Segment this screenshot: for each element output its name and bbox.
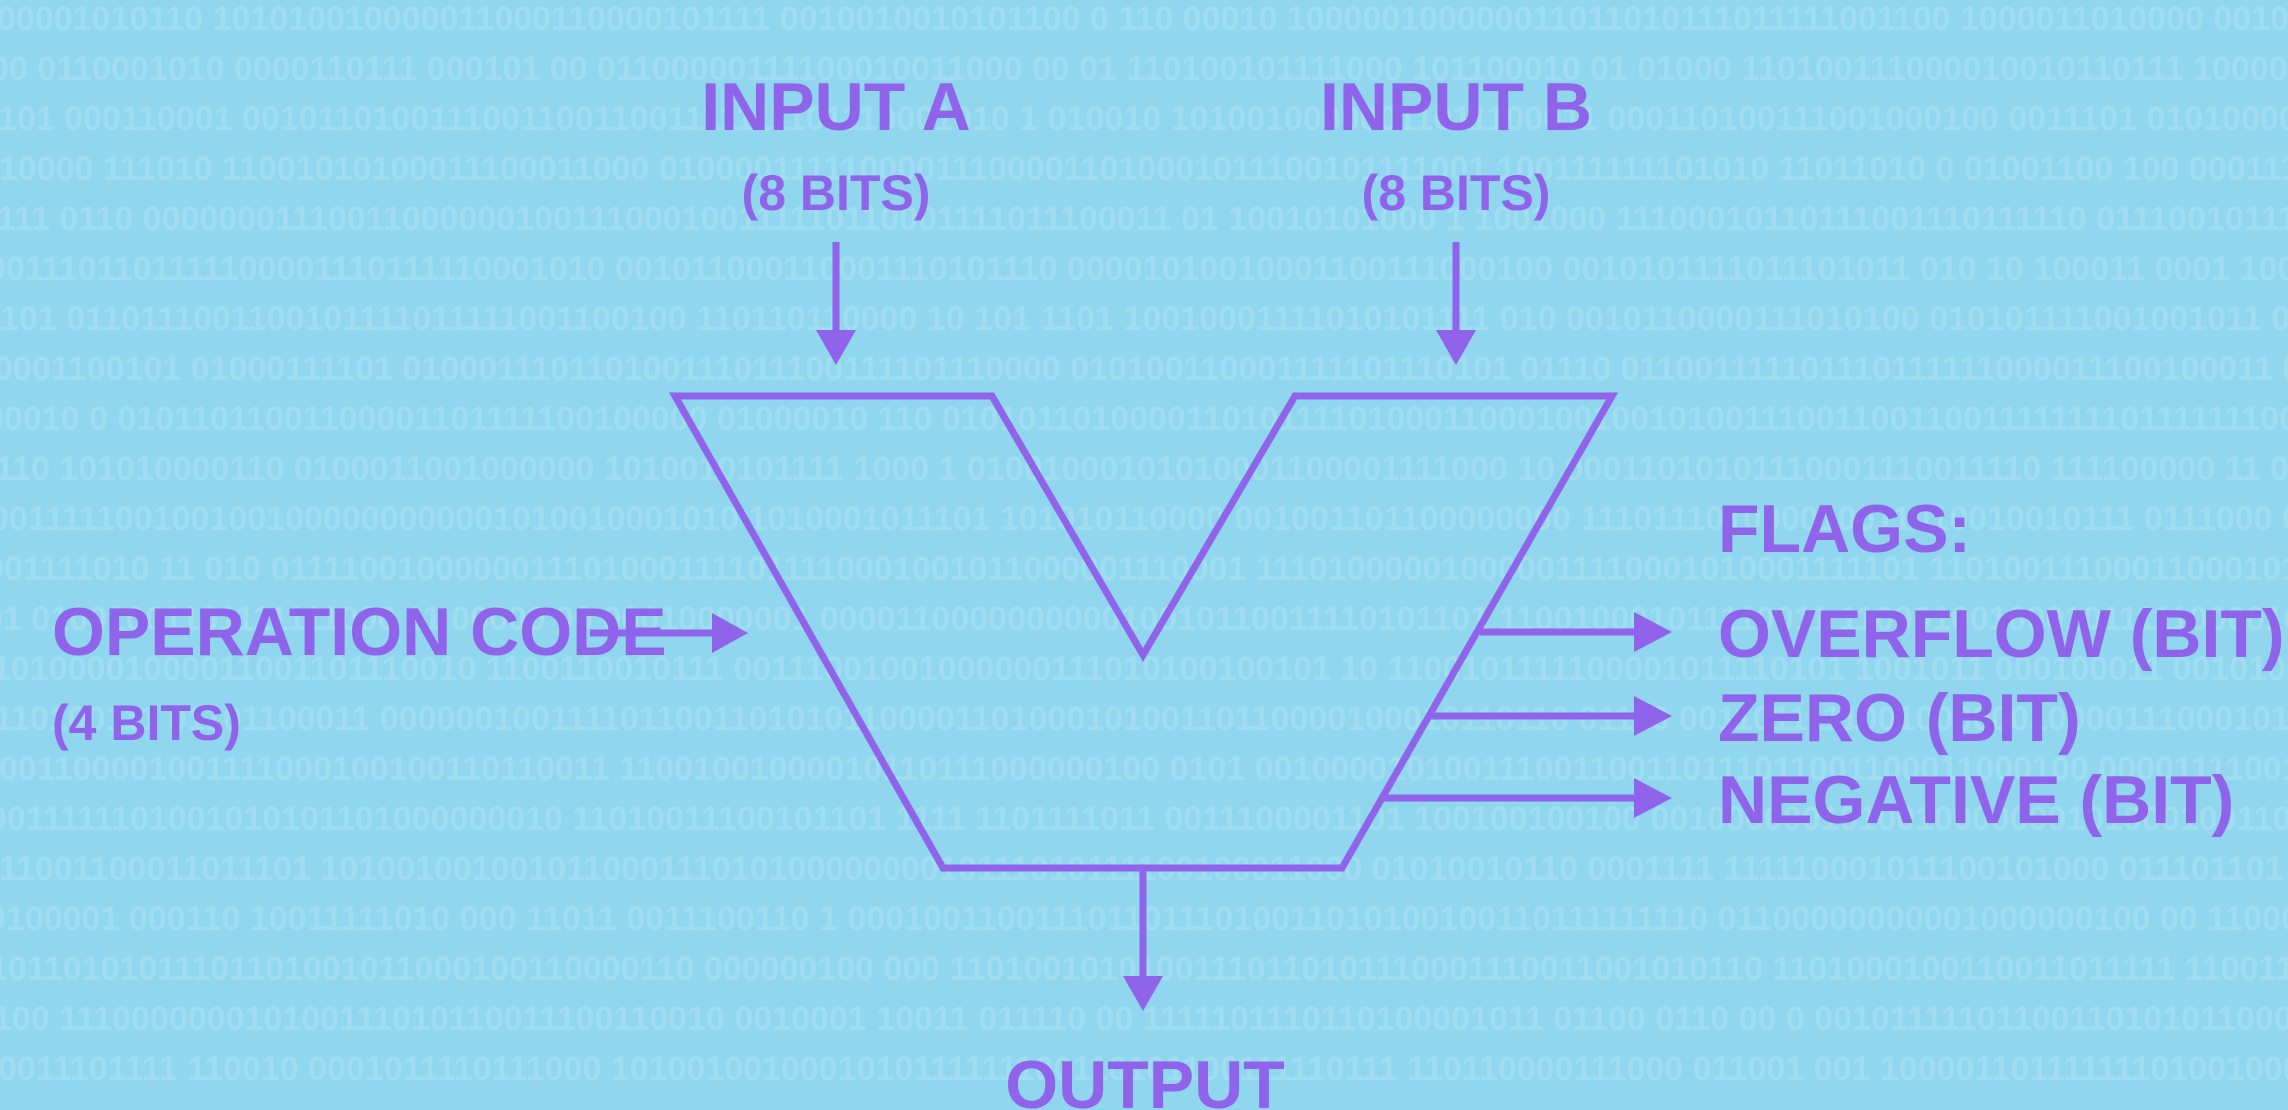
alu-symbol-shape [668,392,1619,872]
opcode-bits-label: (4 BITS) [52,695,241,751]
binary-background-row: 1101 000110001 0010110100111001100110011… [0,100,2288,138]
binary-background-row: 111 0110 0000000111001100000010011100010… [0,200,2288,238]
binary-background-row: 1101 0110111001100101111011111001100100 … [0,300,2288,338]
binary-background-row: 00010 0 01011011001100001101111100100000… [0,400,2288,438]
input-a-label: INPUT A [701,69,970,145]
opcode-label: OPERATION CODE [52,594,667,670]
input-b-arrow-head [1436,330,1476,365]
input-b-bits-label: (8 BITS) [1362,165,1551,221]
output-label: OUTPUT [1005,1047,1285,1110]
binary-background-row: 010000 111010 11001010100011100011000 01… [0,150,2288,188]
binary-background-row: 00 0110001010 0000110111 000101 00 01100… [0,50,2288,88]
binary-background-row: 110 101010000110 0100011001000000 101001… [0,450,2288,488]
input-b-label: INPUT B [1320,69,1592,145]
binary-background-row: 0011101111 110010 0001011110111000 10100… [0,1050,2288,1088]
input-a-bits-label: (8 BITS) [742,165,931,221]
binary-background-row: 001111010 11 010 01111001000000111010001… [0,550,2288,588]
binary-background-row: 110100111 01101100011 000000100111101100… [0,700,2288,738]
flag-negative-arrow-head [1634,778,1672,818]
binary-background-row: 0011101101111100001110111110001010 00101… [0,250,2288,288]
flag-overflow-arrow-head [1634,612,1672,652]
flag-overflow-label: OVERFLOW (BIT) [1718,596,2285,672]
binary-background-row: 01 01001001101111111000 11 00000 00 0001… [0,600,2288,638]
binary-background-row: 0001100101 01000111101 01000111011010011… [0,350,2288,388]
input-a-arrow-head [816,330,856,365]
output-arrow-head [1123,976,1163,1011]
flag-zero-label: ZERO (BIT) [1718,680,2081,756]
opcode-arrow-head [712,613,748,653]
flags-heading: FLAGS: [1718,491,1971,567]
binary-background-row: 0011111101001010101101000000010 11010011… [0,800,2288,838]
binary-background-row: 0011111001001001000000000001010010001010… [0,500,2288,538]
binary-background-row: 001100001001111000100100110110011 110010… [0,750,2288,788]
flag-negative-label: NEGATIVE (BIT) [1718,762,2234,838]
binary-background-row: 00001010110 1010100100000110001100001011… [0,0,2288,38]
flag-zero-arrow-head [1634,696,1672,736]
